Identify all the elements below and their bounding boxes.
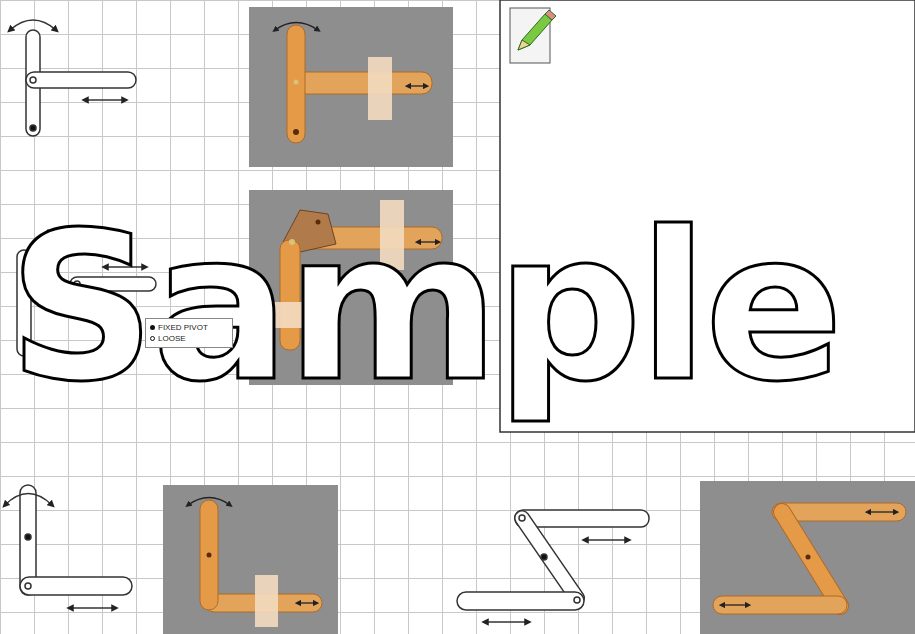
pivot-symbol — [150, 336, 155, 341]
pivot-symbol — [150, 325, 155, 330]
linkage-photo — [700, 481, 915, 634]
linkage-sketch — [457, 510, 649, 622]
legend-entry: FIXED PIVOT — [150, 322, 228, 333]
linkage-photo — [249, 7, 453, 167]
watermark-text: Sample — [8, 205, 840, 410]
legend-entry: LOOSE — [150, 333, 228, 344]
legend-text: LOOSE — [158, 334, 186, 343]
linkage-photo — [163, 485, 338, 634]
legend-text: FIXED PIVOT — [158, 323, 208, 332]
linkage-sketch — [5, 485, 132, 608]
pivot-legend: FIXED PIVOT LOOSE — [145, 318, 233, 348]
linkage-sketch — [10, 20, 136, 136]
pencil-icon — [510, 8, 556, 63]
